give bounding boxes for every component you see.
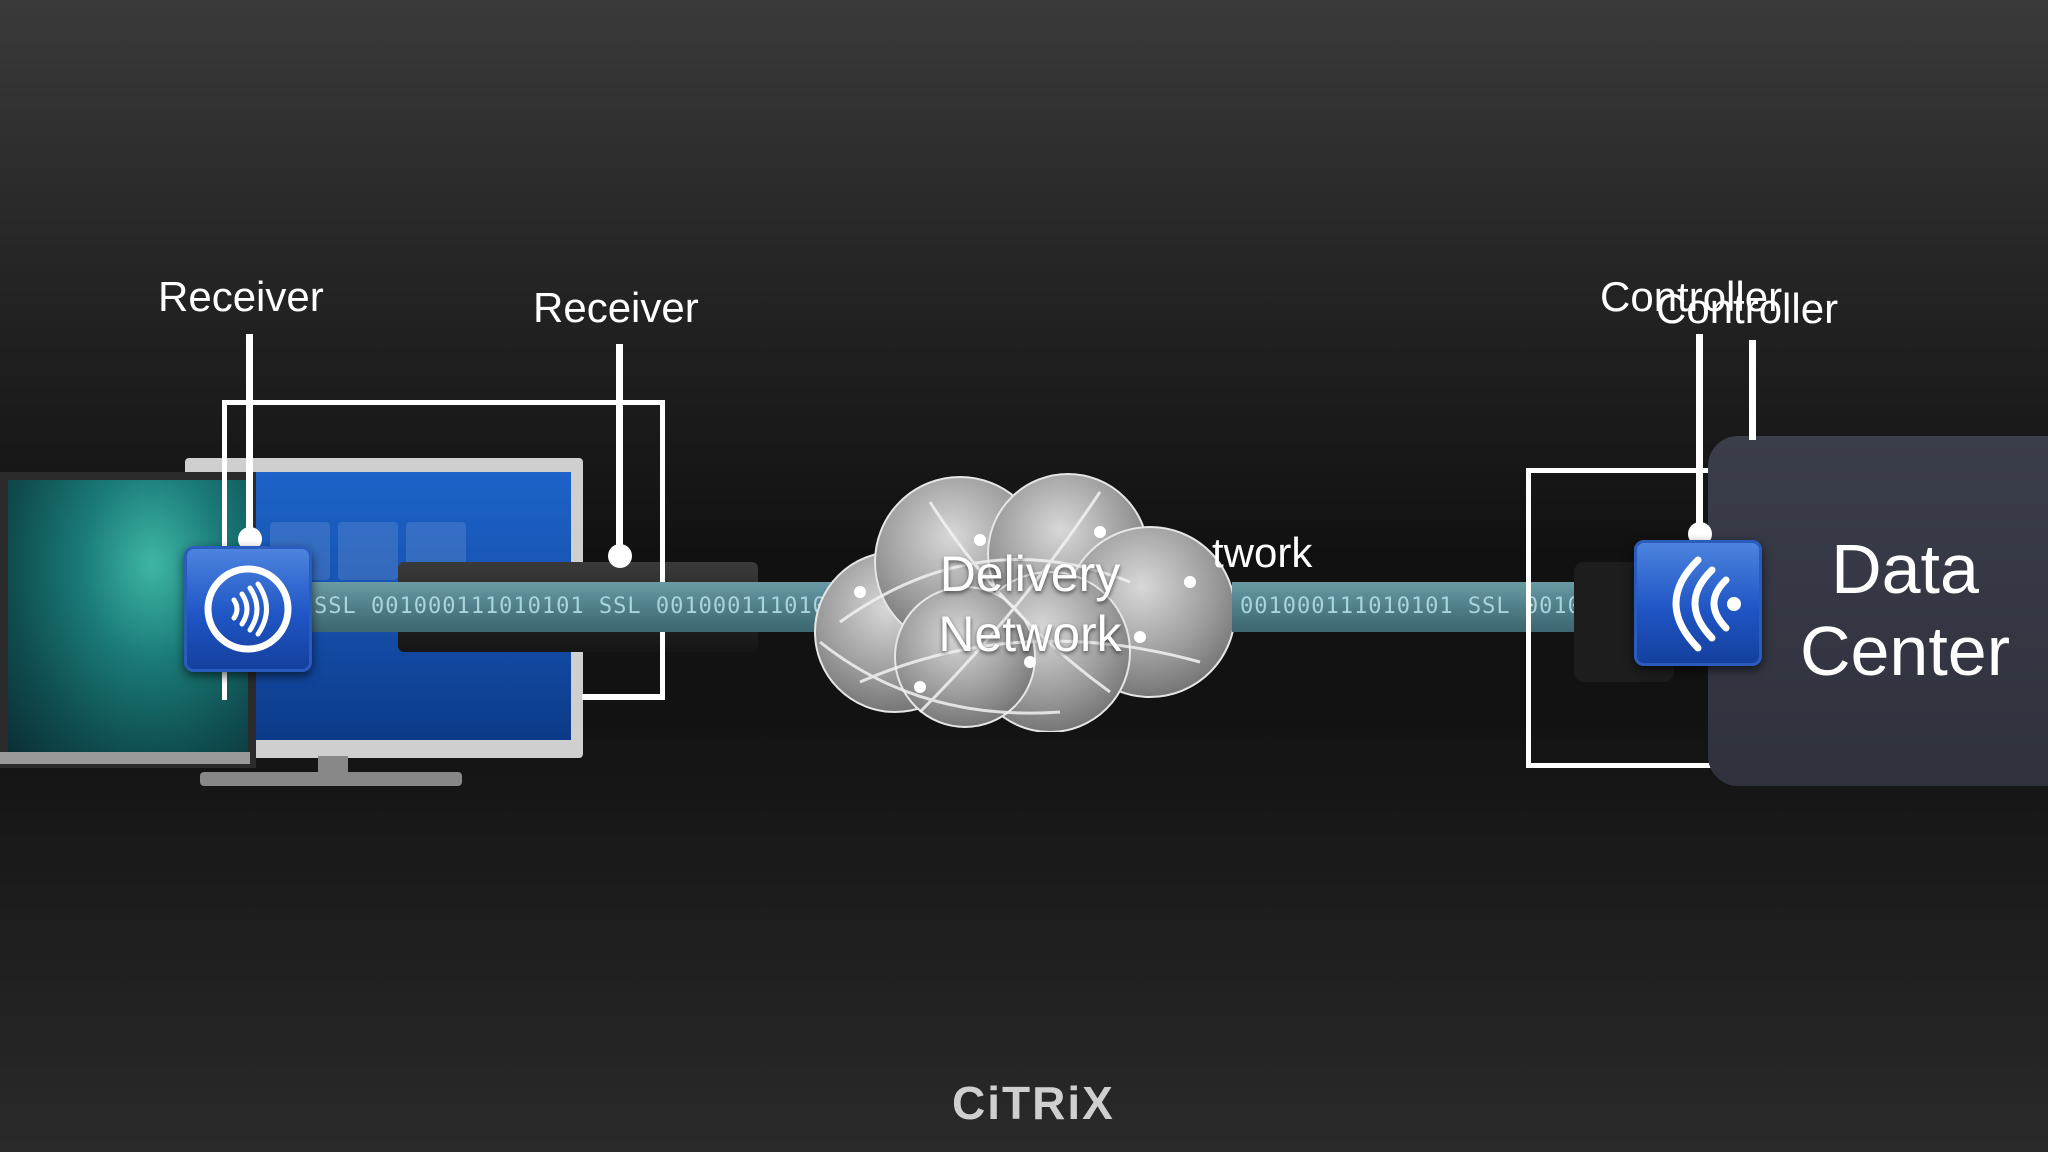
receiver-2-line	[616, 344, 623, 556]
data-center-line1: Data	[1831, 530, 1979, 608]
ssl-pipe-left-text: SSL 001000111010101 SSL 001000111010101	[314, 594, 840, 619]
tv-stand	[200, 772, 462, 786]
receiver-bracket-bottom	[582, 694, 665, 700]
controller-label-1: Controller	[1600, 273, 1783, 320]
controller-bracket	[1526, 468, 1726, 768]
receiver-label-1: Receiver	[158, 273, 324, 320]
controller-2-line	[1749, 340, 1756, 440]
laptop-base	[0, 752, 250, 764]
music-note-icon	[338, 522, 398, 580]
controller-1-line	[1696, 334, 1703, 534]
cloud-label: Delivery Network	[880, 544, 1180, 664]
receiver-label-2: Receiver	[533, 284, 699, 331]
data-center-label: Data Center	[1770, 528, 2040, 692]
controller-app-icon	[1634, 540, 1762, 666]
controller-label-2: Controller	[1656, 285, 1839, 332]
cloud-label-line1: Delivery	[939, 546, 1121, 602]
receiver-app-icon	[184, 546, 312, 672]
data-center-line2: Center	[1799, 612, 2011, 690]
cloud-label-line2: Network	[938, 606, 1122, 662]
citrix-logo: CiTRiX	[952, 1077, 1115, 1129]
delivery-network-cloud	[800, 462, 1250, 733]
network-partial-label: twork	[1212, 529, 1313, 576]
data-center-panel	[1708, 436, 2048, 786]
receiver-1-line	[246, 334, 253, 540]
ssl-pipe-left: SSL 001000111010101 SSL 001000111010101	[300, 582, 840, 632]
receiver-2-dot	[608, 544, 632, 568]
tv-neck	[318, 756, 348, 774]
